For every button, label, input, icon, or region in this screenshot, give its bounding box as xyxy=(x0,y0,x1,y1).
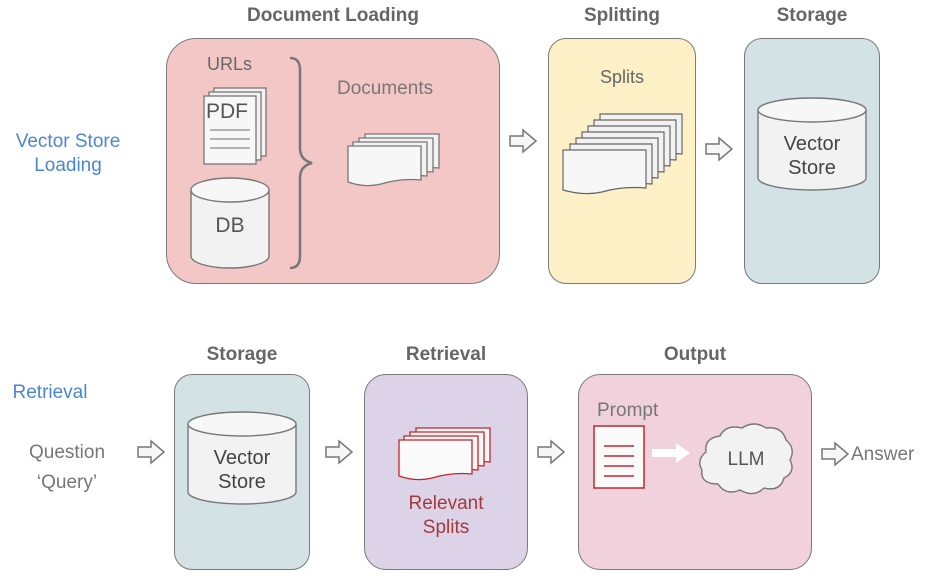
pdf-document-icon xyxy=(203,87,267,165)
row-label-line-2: Loading xyxy=(34,155,102,176)
vector-store-label-bottom: Vector Store xyxy=(186,446,298,494)
question-query-label: Question ‘Query’ xyxy=(12,438,122,498)
arrow-right-icon xyxy=(509,128,538,154)
stage-title-retrieval: Retrieval xyxy=(405,344,487,365)
arrow-right-icon xyxy=(652,443,690,463)
vector-store-line-2: Store xyxy=(788,157,836,179)
prompt-document-icon xyxy=(593,425,645,489)
stage-title-document-loading: Document Loading xyxy=(246,5,420,26)
arrow-right-icon xyxy=(821,441,850,467)
splits-label: Splits xyxy=(599,67,644,87)
arrow-right-icon xyxy=(137,439,166,465)
vector-store-line-1: Vector xyxy=(213,447,271,469)
question-line-2: ‘Query’ xyxy=(36,472,98,493)
vector-store-cylinder-icon xyxy=(187,411,297,505)
relevant-splits-label: Relevant Splits xyxy=(364,492,528,540)
llm-label: LLM xyxy=(727,449,765,470)
stage-title-storage-top: Storage xyxy=(776,5,848,26)
curly-brace-icon xyxy=(289,56,313,270)
question-line-1: Question xyxy=(28,442,106,463)
vector-store-cylinder-icon xyxy=(757,97,867,191)
row-label-line-1: Vector Store xyxy=(15,131,121,152)
stage-title-storage-bottom: Storage xyxy=(206,344,278,365)
arrow-right-icon xyxy=(537,439,566,465)
relevant-splits-line-2: Splits xyxy=(422,517,470,538)
answer-label: Answer xyxy=(851,444,915,465)
vector-store-line-1: Vector xyxy=(783,133,841,155)
documents-label: Documents xyxy=(337,78,434,99)
stage-title-splitting: Splitting xyxy=(584,5,660,26)
prompt-label: Prompt xyxy=(597,400,659,421)
vector-store-line-2: Store xyxy=(218,471,266,493)
arrow-right-icon xyxy=(325,439,354,465)
splits-stack-icon xyxy=(562,113,683,195)
relevant-splits-line-1: Relevant xyxy=(408,493,484,514)
documents-stack-icon xyxy=(347,133,440,187)
urls-label: URLs xyxy=(207,54,253,74)
relevant-splits-stack-icon xyxy=(398,427,491,481)
pdf-label: PDF xyxy=(206,100,248,123)
db-label: DB xyxy=(215,214,245,237)
vector-store-label-top: Vector Store xyxy=(756,132,868,180)
llm-cloud-icon xyxy=(699,423,793,495)
arrow-right-icon xyxy=(705,136,734,162)
db-cylinder-icon xyxy=(190,177,270,269)
stage-title-output: Output xyxy=(663,344,727,365)
row-label-retrieval: Retrieval xyxy=(12,382,88,403)
row-label-vector-store-loading: Vector Store Loading xyxy=(0,130,136,178)
